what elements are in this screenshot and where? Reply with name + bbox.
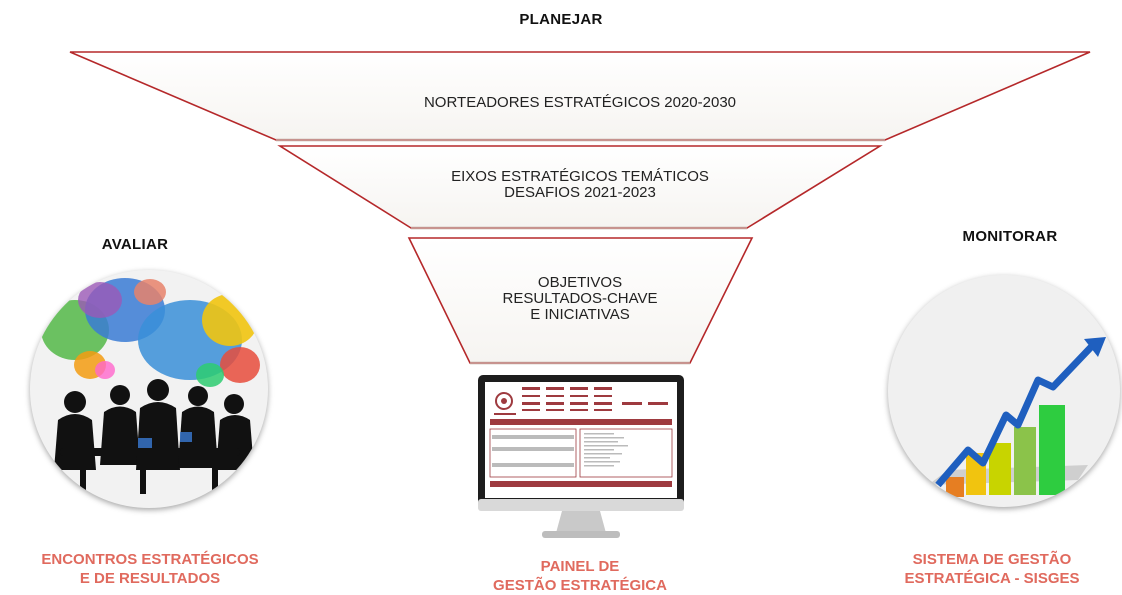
meeting-speech-bubbles-icon	[30, 270, 268, 508]
caption-left-line-2: E DE RESULTADOS	[79, 570, 221, 587]
caption-right-line-1: SISTEMA DE GESTÃO	[912, 551, 1072, 568]
heading-monitor: MONITORAR	[962, 228, 1058, 245]
heading-evaluate: AVALIAR	[101, 236, 169, 253]
heading-plan: PLANEJAR	[519, 11, 603, 28]
funnel-level-2-label-1: EIXOS ESTRATÉGICOS TEMÁTICOS	[451, 168, 709, 185]
caption-right-line-2: ESTRATÉGICA - SISGES	[904, 570, 1080, 587]
funnel-level-3-label-1: OBJETIVOS	[537, 274, 623, 291]
caption-center-line-1: PAINEL DE	[540, 558, 620, 575]
monitor-dashboard-icon	[478, 375, 684, 538]
funnel-level-3-label-2: RESULTADOS-CHAVE	[502, 290, 658, 307]
growth-chart-arrow-icon	[888, 275, 1120, 507]
caption-center-line-2: GESTÃO ESTRATÉGICA	[493, 577, 667, 594]
funnel-level-1-label: NORTEADORES ESTRATÉGICOS 2020-2030	[423, 94, 737, 111]
funnel-level-2-label-2: DESAFIOS 2021-2023	[504, 184, 656, 201]
funnel-level-3-label-3: E INICIATIVAS	[530, 306, 630, 323]
funnel-diagram	[69, 51, 1091, 365]
caption-left-line-1: ENCONTROS ESTRATÉGICOS	[41, 551, 259, 568]
